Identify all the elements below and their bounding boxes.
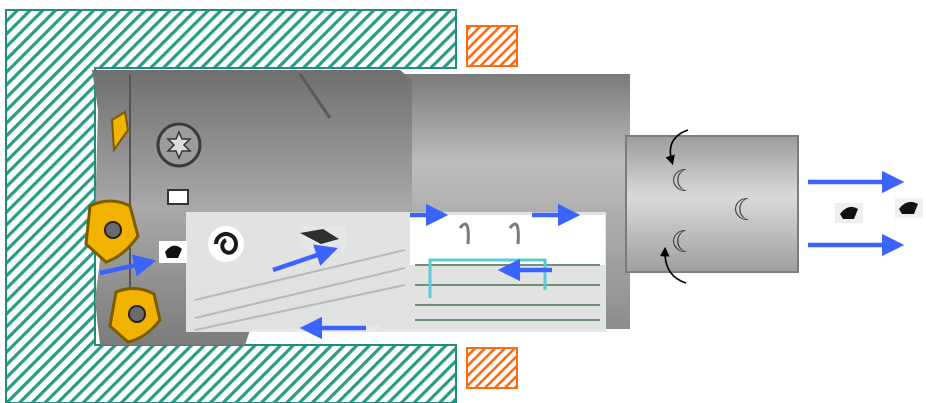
crescent-symbol: ☾ <box>733 193 760 228</box>
chip-icon <box>159 241 187 263</box>
chip-icon <box>895 198 923 218</box>
cutaway-bore <box>410 215 605 265</box>
bearing-block-top <box>467 26 517 66</box>
swirl-chip-icon <box>208 226 244 262</box>
crescent-symbol: ☾ <box>671 164 698 199</box>
coolant-tube <box>626 136 798 272</box>
torx-screw-icon <box>158 124 200 166</box>
bearing-block-bottom <box>467 348 517 388</box>
crescent-symbol: ☾ <box>671 225 698 260</box>
chip-icon <box>835 203 863 223</box>
chip-icon <box>300 226 346 250</box>
body-slot <box>168 190 188 204</box>
